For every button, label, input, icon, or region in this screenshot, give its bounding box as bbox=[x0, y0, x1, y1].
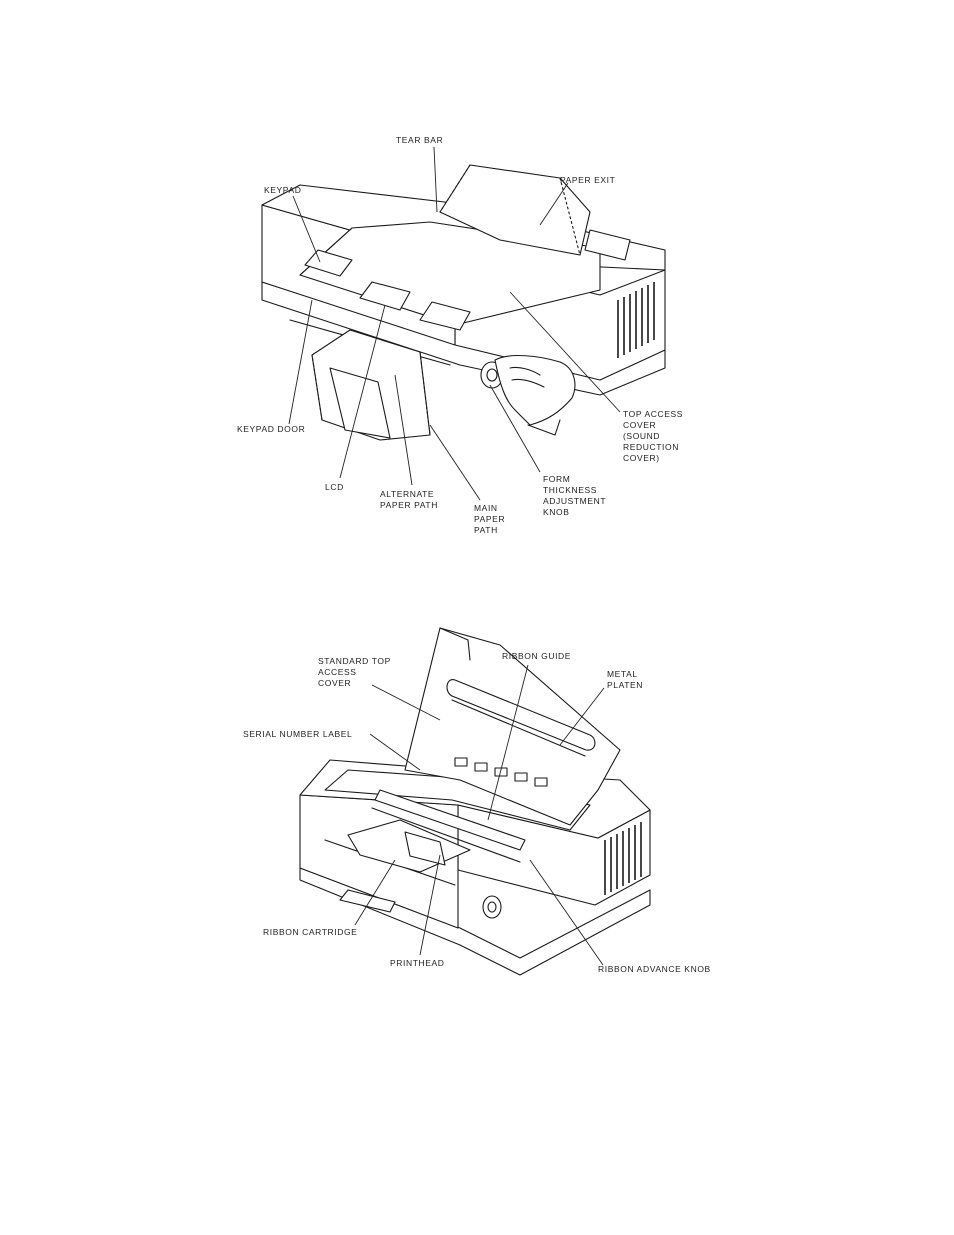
main-paper-path-label-1: MAIN bbox=[474, 503, 498, 513]
serial-number-label: SERIAL NUMBER LABEL bbox=[243, 729, 352, 739]
lcd-label: LCD bbox=[325, 482, 344, 492]
ribbon-guide-label: RIBBON GUIDE bbox=[502, 651, 571, 661]
main-paper-path-label-2: PAPER bbox=[474, 514, 505, 524]
ribbon-advance-knob-label: RIBBON ADVANCE KNOB bbox=[598, 964, 711, 974]
metal-platen-label-2: PLATEN bbox=[607, 680, 643, 690]
form-thickness-label-3: ADJUSTMENT bbox=[543, 496, 606, 506]
printer-front-view bbox=[262, 165, 665, 440]
paper-exit-label: PAPER EXIT bbox=[560, 175, 615, 185]
ribbon-advance-knob-shape bbox=[483, 896, 501, 918]
standard-top-cover-label-3: COVER bbox=[318, 678, 351, 688]
form-thickness-label-4: KNOB bbox=[543, 507, 570, 517]
tear-bar-label: TEAR BAR bbox=[396, 135, 443, 145]
alternate-paper-path-label-2: PAPER PATH bbox=[380, 500, 438, 510]
main-paper-path-label-3: PATH bbox=[474, 525, 498, 535]
ribbon-cartridge-label: RIBBON CARTRIDGE bbox=[263, 927, 357, 937]
keypad-label: KEYPAD bbox=[264, 185, 301, 195]
top-access-cover-label-2: COVER bbox=[623, 420, 656, 430]
standard-top-cover-label-2: ACCESS bbox=[318, 667, 357, 677]
top-access-cover-label-1: TOP ACCESS bbox=[623, 409, 683, 419]
printhead-label: PRINTHEAD bbox=[390, 958, 445, 968]
metal-platen-label-1: METAL bbox=[607, 669, 638, 679]
top-access-cover-label-5: COVER) bbox=[623, 453, 660, 463]
printer-open-view bbox=[300, 628, 650, 975]
keypad-door-label: KEYPAD DOOR bbox=[237, 424, 305, 434]
standard-top-cover-label-1: STANDARD TOP bbox=[318, 656, 391, 666]
form-thickness-label-2: THICKNESS bbox=[543, 485, 597, 495]
top-access-cover-label-3: (SOUND bbox=[623, 431, 660, 441]
top-access-cover-label-4: REDUCTION bbox=[623, 442, 679, 452]
form-thickness-label-1: FORM bbox=[543, 474, 570, 484]
alternate-paper-path-label-1: ALTERNATE bbox=[380, 489, 434, 499]
